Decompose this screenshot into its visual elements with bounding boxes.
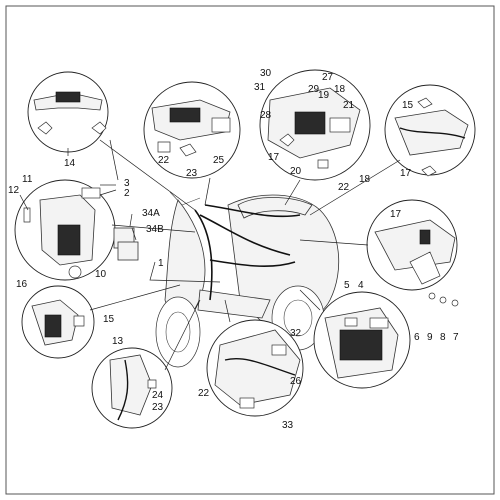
callout-17b: 17 (400, 168, 412, 179)
callout-4: 4 (358, 280, 364, 291)
callout-18a: 18 (334, 84, 346, 95)
callout-15b: 15 (103, 314, 115, 325)
callout-32: 32 (290, 328, 302, 339)
callout-2: 2 (124, 188, 130, 199)
callout-28: 28 (260, 110, 272, 121)
callout-22a: 22 (158, 155, 170, 166)
main-wiring-harness (194, 204, 301, 301)
callout-23a: 23 (186, 168, 198, 179)
callout-22c: 22 (198, 388, 210, 399)
scooter-illustration (155, 191, 340, 368)
callout-34b: 34B (146, 224, 164, 235)
callout-25: 25 (213, 155, 225, 166)
callout-30: 30 (260, 68, 272, 79)
callout-18b: 18 (359, 174, 371, 185)
detail-handlebar-switches (27, 71, 109, 153)
detail-rear-right-cable (384, 84, 476, 177)
callout-16: 16 (16, 279, 28, 290)
callout-24: 24 (152, 390, 164, 401)
detail-brake-switch (91, 347, 173, 429)
detail-front-fuse-area (143, 81, 241, 179)
detail-relays (113, 227, 139, 261)
callout-29: 29 (308, 84, 320, 95)
callout-12: 12 (8, 185, 20, 196)
detail-screws (428, 292, 459, 307)
callout-34a: 34A (142, 208, 160, 219)
detail-under-seat-area (259, 69, 371, 181)
detail-rear-light-area (366, 199, 458, 291)
callout-22b: 22 (338, 182, 350, 193)
callout-13: 13 (112, 336, 124, 347)
detail-front-left-connector (21, 285, 95, 359)
callout-26: 26 (290, 376, 302, 387)
callout-20: 20 (290, 166, 302, 177)
callout-17c: 17 (390, 209, 402, 220)
callout-9: 9 (427, 332, 433, 343)
callout-33: 33 (282, 420, 294, 431)
detail-rear-harness-clamps (206, 319, 304, 417)
callout-7: 7 (453, 332, 459, 343)
leader-lines (19, 139, 401, 371)
callout-8: 8 (440, 332, 446, 343)
callout-10: 10 (95, 269, 107, 280)
callout-labels: 14 22 25 23 30 31 27 29 18 19 21 28 17 2… (8, 68, 459, 431)
callout-15a: 15 (402, 100, 414, 111)
callout-19: 19 (318, 90, 330, 101)
callout-17a: 17 (268, 152, 280, 163)
callout-1: 1 (158, 258, 164, 269)
rear-hub (283, 299, 313, 337)
handlebar (169, 191, 201, 206)
callout-5: 5 (344, 280, 350, 291)
diagram-frame (5, 5, 495, 495)
callout-14: 14 (64, 158, 76, 169)
callout-23b: 23 (152, 402, 164, 413)
callout-21: 21 (343, 100, 355, 111)
callout-11: 11 (22, 174, 33, 185)
detail-battery-compartment (313, 291, 411, 389)
front-wheel (155, 296, 201, 368)
callout-27: 27 (322, 72, 334, 83)
callout-3: 3 (124, 178, 130, 189)
callout-31: 31 (254, 82, 266, 93)
front-hub (165, 311, 191, 353)
detail-steering-lock-area (14, 179, 116, 281)
callout-6: 6 (414, 332, 420, 343)
